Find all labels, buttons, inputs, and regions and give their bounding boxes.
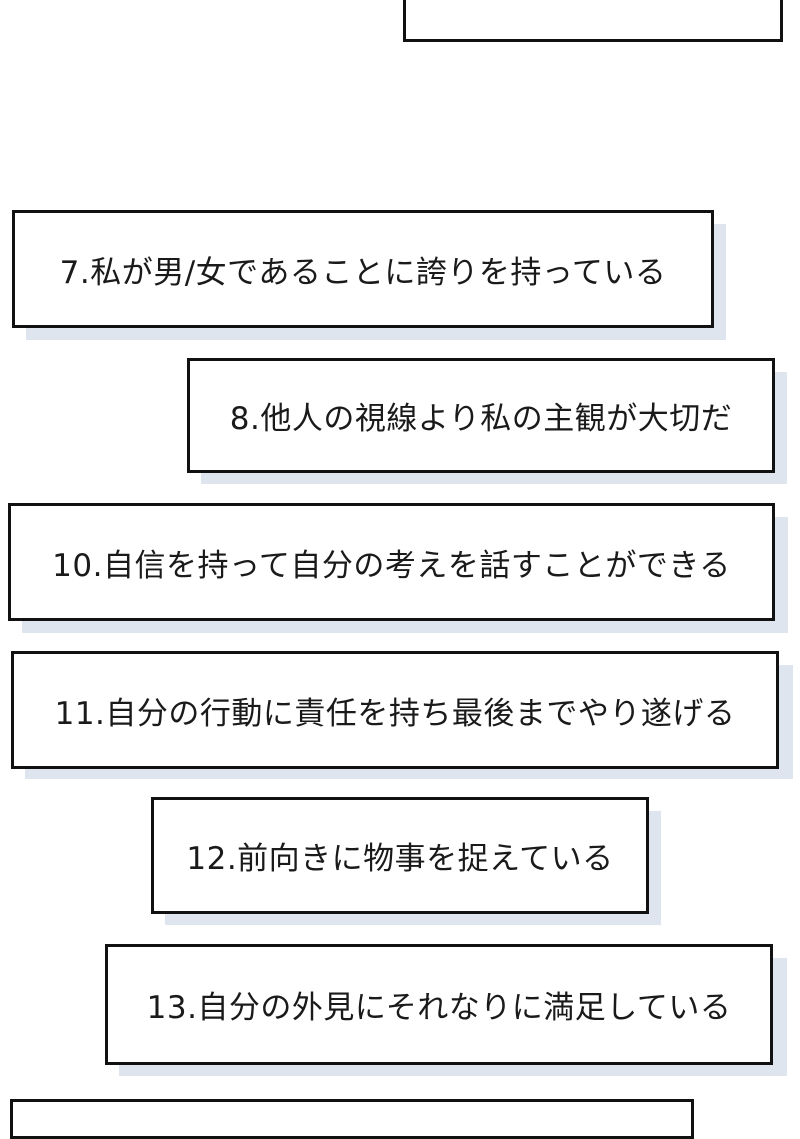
statement-card-13: 13.自分の外見にそれなりに満足している [105, 944, 789, 1078]
statement-card-text [403, 0, 783, 42]
statement-card-8: 8.他人の視線より私の主観が大切だ [187, 358, 789, 486]
statement-text-7: 7.私が男/女であることに誇りを持っている [12, 210, 714, 328]
statement-card-text [10, 1099, 694, 1139]
statement-card-7: 7.私が男/女であることに誇りを持っている [12, 210, 728, 342]
statement-card-top-partial [403, 0, 783, 42]
statement-text-12: 12.前向きに物事を捉えている [151, 797, 649, 914]
statement-card-12: 12.前向きに物事を捉えている [151, 797, 663, 927]
statement-card-bottom-partial [10, 1099, 694, 1139]
statement-text-8: 8.他人の視線より私の主観が大切だ [187, 358, 775, 473]
statement-card-11: 11.自分の行動に責任を持ち最後までやり遂げる [11, 651, 795, 781]
statement-text-10: 10.自信を持って自分の考えを話すことができる [8, 503, 775, 621]
statement-text-13: 13.自分の外見にそれなりに満足している [105, 944, 773, 1065]
statement-text-11: 11.自分の行動に責任を持ち最後までやり遂げる [11, 651, 779, 769]
statement-card-10: 10.自信を持って自分の考えを話すことができる [8, 503, 790, 635]
